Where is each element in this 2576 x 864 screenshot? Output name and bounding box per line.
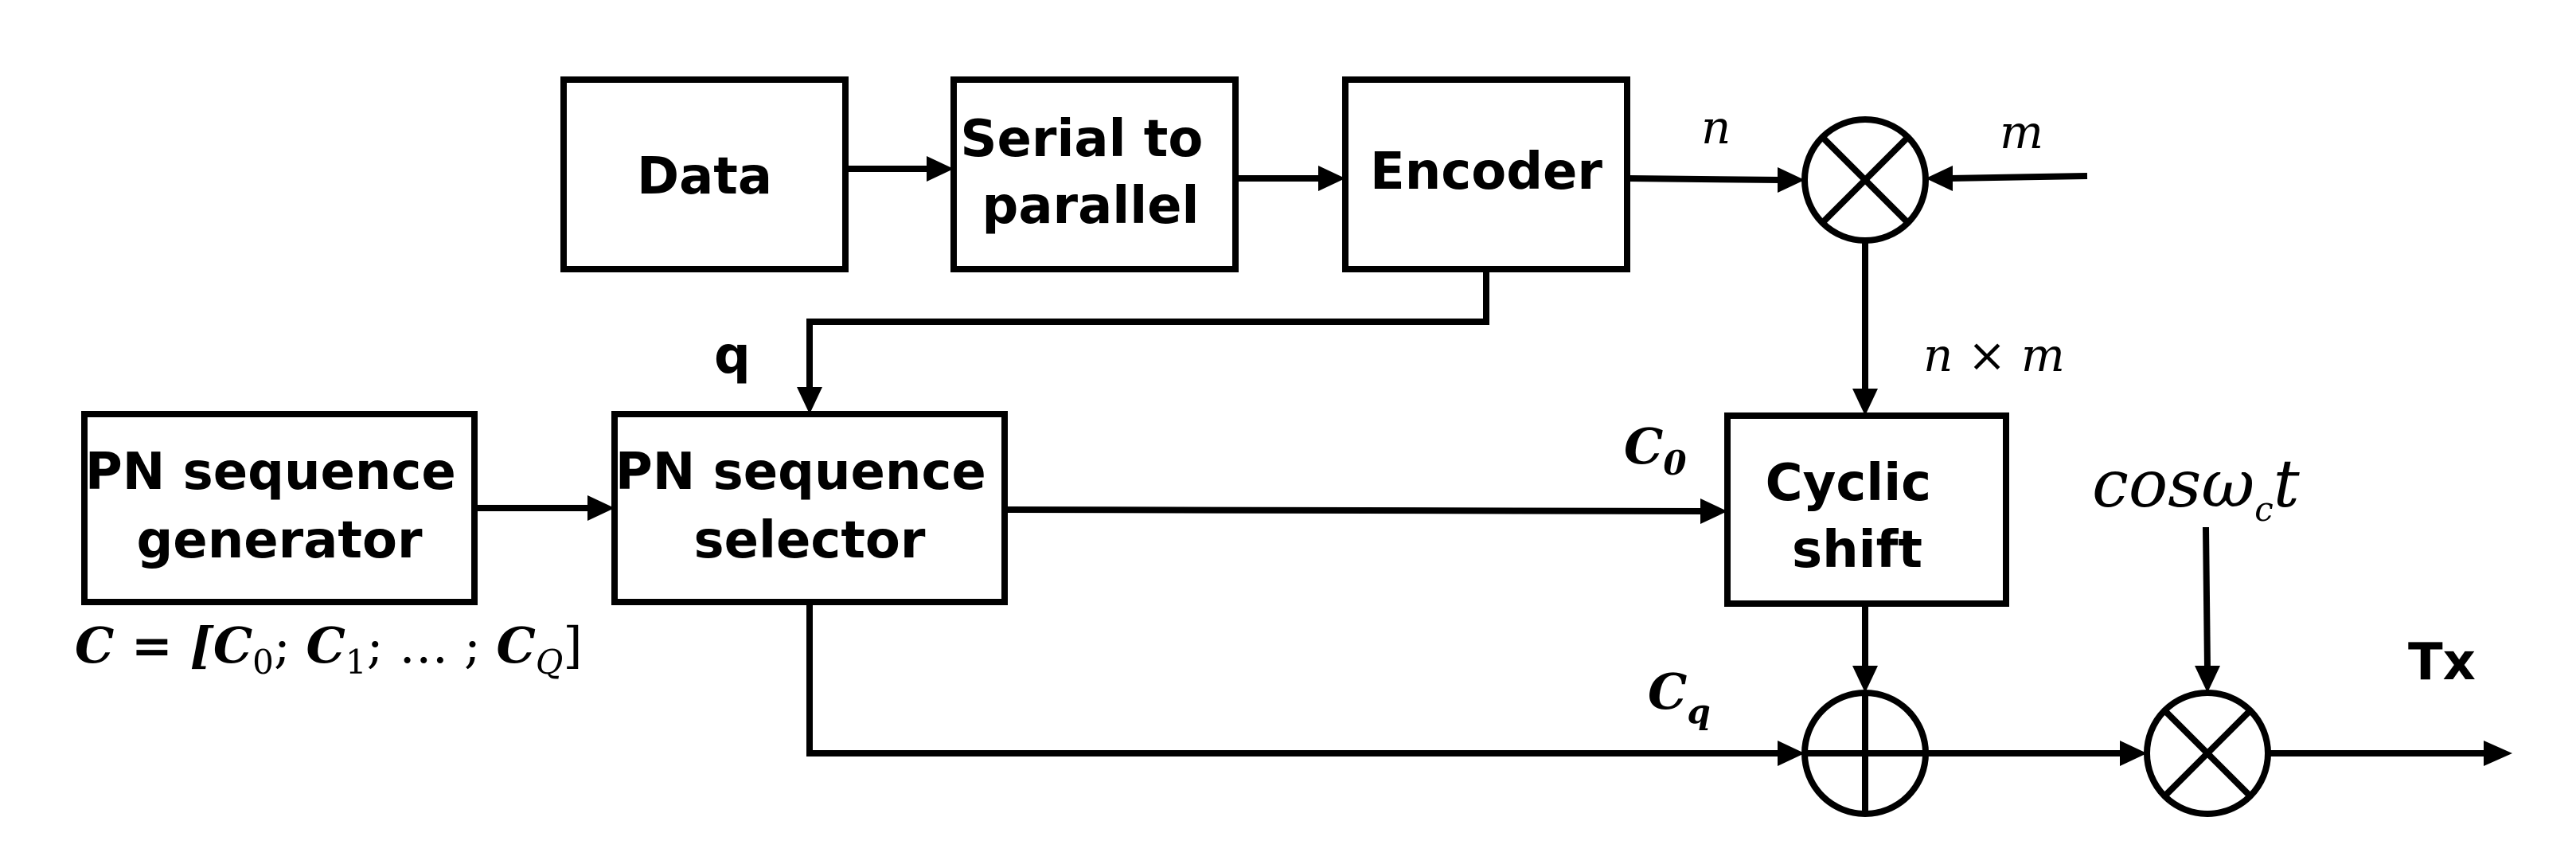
wire-selector-to-adder (806, 602, 1805, 766)
wire-data-to-serial (845, 156, 954, 182)
label-carrier-cos: cosωct (2092, 447, 2301, 529)
wire-selector-to-cyclic-shift (1004, 498, 1727, 524)
multiplier-n-m (1801, 116, 1929, 244)
adder (1801, 690, 1929, 817)
wire-multiplier-to-cyclic-shift (1852, 240, 1878, 416)
label-c0: C0 (1624, 417, 1687, 483)
block-serial-to-parallel: Serial to parallel (950, 76, 1239, 272)
label-tx: Tx (2408, 633, 2476, 692)
label-n-times-m: n × m (1923, 328, 2065, 382)
carrier-mixer (2144, 690, 2271, 817)
block-pn-selector-label: PN sequence selector (615, 443, 1004, 570)
block-serial-to-parallel-label: Serial to parallel (960, 110, 1220, 236)
wire-mixer-to-tx (2268, 741, 2512, 766)
wire-serial-to-encoder (1235, 166, 1345, 191)
label-c-set: C = [C0; C1; … ; CQ] (75, 616, 583, 682)
label-m: m (2000, 105, 2043, 159)
label-q: q (714, 326, 751, 385)
label-n: n (1701, 100, 1731, 154)
wire-adder-to-mixer (1926, 741, 2147, 766)
wire-encoder-to-selector-q (797, 269, 1489, 414)
wire-generator-to-selector (474, 495, 615, 521)
block-pn-generator-label: PN sequence generator (85, 443, 474, 570)
block-cyclic-shift: Cyclic shift (1724, 412, 2009, 607)
wire-m-to-multiplier (1926, 166, 2088, 191)
block-data: Data (560, 76, 849, 272)
block-data-label: Data (637, 147, 772, 206)
wire-carrier-to-mixer (2195, 526, 2220, 693)
block-cyclic-shift-label: Cyclic shift (1766, 454, 1950, 580)
block-encoder: Encoder (1342, 76, 1630, 272)
label-cq: Cq (1648, 663, 1711, 731)
wire-cyclic-shift-to-adder (1852, 604, 1878, 693)
block-pn-sequence-generator: PN sequence generator (81, 411, 478, 605)
block-pn-sequence-selector: PN sequence selector (611, 411, 1008, 605)
block-encoder-label: Encoder (1370, 143, 1602, 201)
wire-encoder-to-multiplier (1626, 167, 1805, 193)
